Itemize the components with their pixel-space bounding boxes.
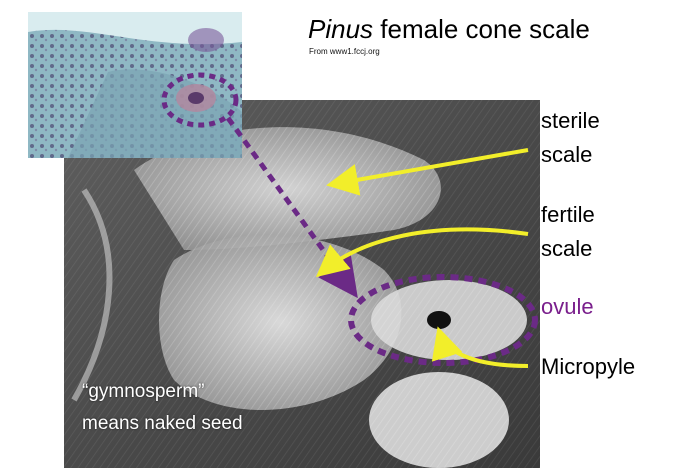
sterile-line-2: scale [541,142,593,167]
fertile-line-1: fertile [541,202,595,227]
sterile-scale-label: sterile scale [541,104,600,172]
fertile-scale-label: fertile scale [541,198,595,266]
ovule-label: ovule [541,294,594,319]
micropyle-label: Micropyle [541,354,636,379]
fertile-line-2: scale [541,236,593,261]
slide-title: Pinus female cone scale [308,14,590,45]
source-credit: From www1.fccj.org [309,47,380,56]
gymnosperm-caption: “gymnosperm” means naked seed [82,376,243,440]
title-text: female cone scale [373,14,590,44]
histology-inset-image [28,12,242,158]
title-genus: Pinus [308,14,374,44]
caption-line-1: “gymnosperm” [82,381,205,402]
caption-line-2: means naked seed [82,413,243,434]
sterile-line-1: sterile [541,108,600,133]
